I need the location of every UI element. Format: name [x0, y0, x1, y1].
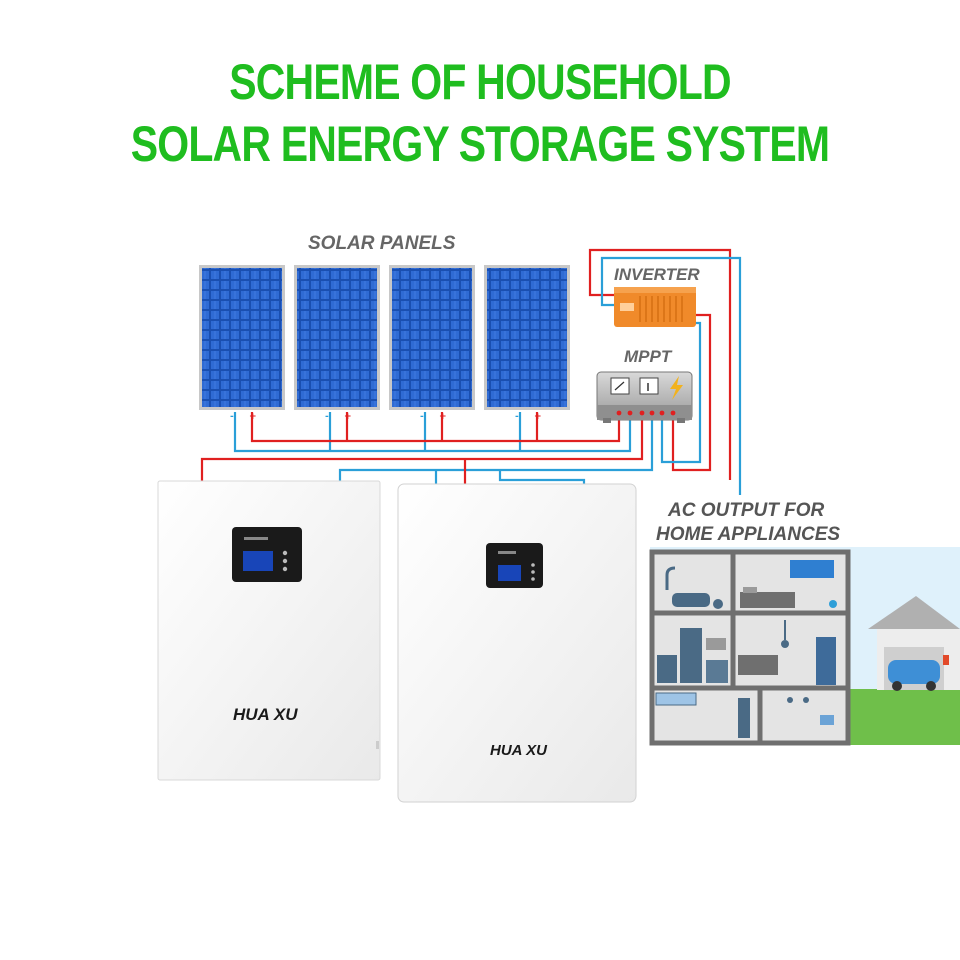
svg-text:-: -	[515, 412, 519, 422]
page-title-line1: SCHEME OF HOUSEHOLD	[229, 54, 731, 110]
solar-panel-2	[294, 265, 380, 410]
battery-left	[157, 480, 381, 781]
mppt-controller	[596, 371, 693, 423]
mppt-label: MPPT	[624, 347, 672, 366]
panel-wiring	[233, 412, 632, 453]
house-illustration	[649, 547, 960, 746]
ac-output-label-line1: AC OUTPUT FOR	[668, 500, 825, 521]
inverter-wiring	[588, 248, 742, 495]
lightning-bolt-icon	[670, 376, 683, 400]
svg-text:-: -	[230, 412, 234, 422]
voltmeter-icon	[610, 377, 630, 395]
ac-output-label-line2: HOME APPLIANCES	[656, 524, 841, 545]
page-title-line2: SOLAR ENERGY STORAGE SYSTEM	[130, 116, 830, 172]
solar-panel-1	[199, 265, 285, 410]
battery-right-brand: HUA XU	[490, 742, 547, 759]
svg-text:-: -	[325, 412, 329, 422]
battery-right	[397, 483, 637, 803]
ammeter-icon	[639, 377, 659, 395]
battery-left-brand: HUA XU	[233, 705, 298, 724]
solar-panel-3	[389, 265, 475, 410]
inverter-device	[614, 287, 696, 327]
svg-text:-: -	[420, 412, 424, 422]
inverter-label: INVERTER	[614, 265, 700, 284]
battery-wiring	[200, 418, 654, 485]
solar-panels-label: SOLAR PANELS	[308, 233, 456, 254]
solar-panel-4	[484, 265, 570, 410]
